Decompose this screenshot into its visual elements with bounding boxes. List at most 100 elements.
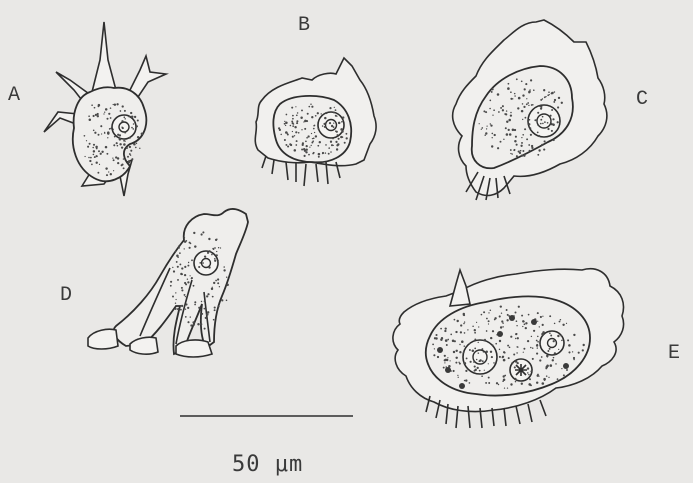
granule-dot xyxy=(534,119,536,121)
granule-dot xyxy=(211,288,213,290)
granule-dot xyxy=(113,159,115,161)
granule-dot xyxy=(481,348,483,350)
granule-dot xyxy=(558,349,559,350)
granule-dot xyxy=(530,384,532,386)
granule-dot xyxy=(187,321,189,323)
granule-dot xyxy=(217,282,219,284)
granule-dot xyxy=(540,123,542,125)
granule-dot xyxy=(531,336,532,337)
granule-dot xyxy=(454,340,456,342)
granule-dot xyxy=(307,113,309,115)
granule-dot xyxy=(461,340,464,343)
cell-d-nucleus xyxy=(194,251,218,275)
granule-dot xyxy=(105,146,108,149)
dark-granule xyxy=(437,347,443,353)
granule-dot xyxy=(204,328,206,330)
granule-dot xyxy=(301,129,302,130)
granule-dot xyxy=(113,144,115,146)
granule-dot xyxy=(566,323,567,324)
granule-dot xyxy=(88,115,90,117)
granule-dot xyxy=(542,116,544,118)
granule-dot xyxy=(211,254,213,256)
granule-dot xyxy=(493,362,495,364)
granule-dot xyxy=(86,140,87,141)
granule-dot xyxy=(527,340,529,342)
granule-dot xyxy=(114,136,116,138)
granule-dot xyxy=(499,356,501,358)
granule-dot xyxy=(117,157,119,159)
granule-dot xyxy=(526,103,528,105)
granule-dot xyxy=(444,362,445,363)
granule-dot xyxy=(346,137,348,139)
granule-dot xyxy=(100,153,102,155)
granule-dot xyxy=(217,260,218,261)
granule-dot xyxy=(293,123,295,125)
granule-dot xyxy=(497,93,500,96)
granule-dot xyxy=(207,252,209,254)
granule-dot xyxy=(522,134,524,136)
granule-dot xyxy=(505,127,507,129)
granule-dot xyxy=(512,129,515,132)
granule-dot xyxy=(123,158,125,160)
granule-dot xyxy=(187,278,188,279)
granule-dot xyxy=(523,352,524,353)
granule-dot xyxy=(516,78,518,80)
granule-dot xyxy=(110,117,112,119)
granule-dot xyxy=(549,94,550,95)
granule-dot xyxy=(121,120,123,122)
granule-dot xyxy=(117,145,119,147)
granule-dot xyxy=(97,115,99,117)
granule-dot xyxy=(176,255,179,258)
granule-dot xyxy=(545,367,547,369)
granule-dot xyxy=(542,123,544,125)
granule-dot xyxy=(521,80,523,82)
granule-dot xyxy=(91,164,93,166)
granule-dot xyxy=(98,150,100,152)
granule-dot xyxy=(291,107,293,109)
granule-dot xyxy=(304,120,307,123)
granule-dot xyxy=(537,112,539,114)
granule-dot xyxy=(206,313,208,315)
granule-dot xyxy=(341,121,343,123)
granule-dot xyxy=(485,382,487,384)
granule-dot xyxy=(554,323,556,325)
granule-dot xyxy=(215,239,217,241)
granule-dot xyxy=(308,154,310,156)
granule-dot xyxy=(467,329,468,330)
granule-dot xyxy=(529,119,531,121)
granule-dot xyxy=(332,137,334,139)
granule-dot xyxy=(553,139,555,141)
cell-d-foot-3 xyxy=(176,340,212,357)
granule-dot xyxy=(536,381,538,383)
granule-dot xyxy=(88,157,90,159)
granule-dot xyxy=(204,308,206,310)
granule-dot xyxy=(552,359,554,361)
granule-dot xyxy=(292,125,294,127)
granule-dot xyxy=(175,299,176,300)
granule-dot xyxy=(463,351,465,353)
granule-dot xyxy=(506,110,507,111)
granule-dot xyxy=(221,299,223,301)
granule-dot xyxy=(446,344,448,346)
granule-dot xyxy=(494,134,496,136)
granule-dot xyxy=(539,326,540,327)
granule-dot xyxy=(201,313,203,315)
granule-dot xyxy=(542,324,544,326)
granule-dot xyxy=(504,352,506,354)
granule-dot xyxy=(292,115,294,117)
granule-dot xyxy=(432,344,434,346)
granule-dot xyxy=(98,105,100,107)
granule-dot xyxy=(526,98,527,99)
granule-dot xyxy=(119,138,122,141)
granule-dot xyxy=(107,131,110,134)
granule-dot xyxy=(330,151,332,153)
granule-dot xyxy=(301,149,303,151)
granule-dot xyxy=(503,379,506,382)
granule-dot xyxy=(84,135,86,137)
granule-dot xyxy=(495,343,497,345)
granule-dot xyxy=(527,367,529,369)
granule-dot xyxy=(548,91,550,93)
granule-dot xyxy=(491,356,493,358)
granule-dot xyxy=(121,146,123,148)
granule-dot xyxy=(521,155,523,157)
